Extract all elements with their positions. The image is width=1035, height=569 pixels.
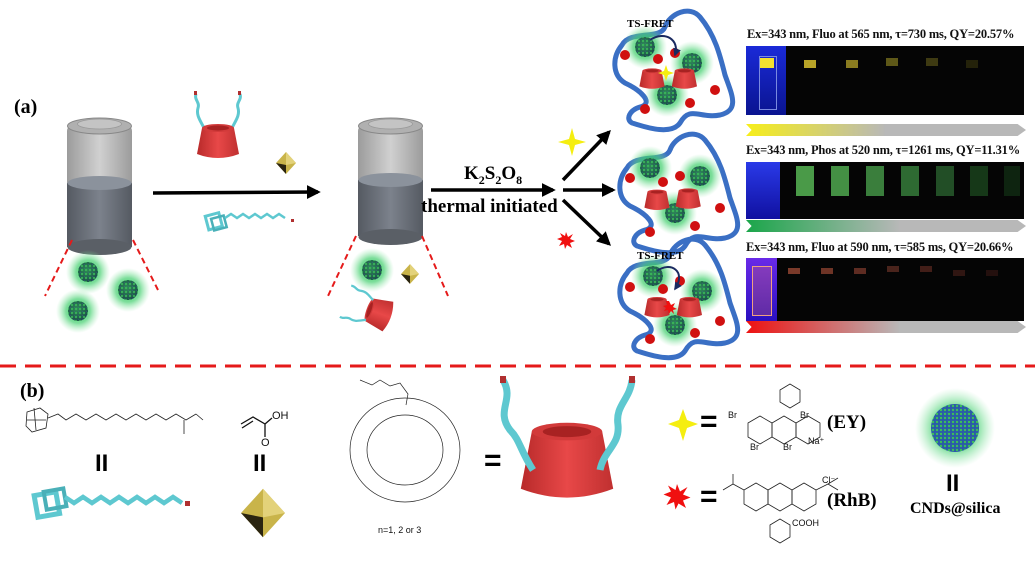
cd-n-note: n=1, 2 or 3	[378, 525, 422, 535]
fret-label-rhb: TS-FRET	[637, 250, 684, 262]
branch-arrow-rhb	[561, 198, 612, 246]
acrylic-oh: OH	[272, 410, 289, 422]
caption-rhb: Ex=343 nm, Fluo at 590 nm, τ=585 ms, QY=…	[746, 240, 1014, 254]
rhb-cooh: COOH	[792, 518, 819, 528]
rhb-burst-icon	[557, 232, 575, 249]
chain-end-right	[629, 376, 635, 383]
rhb-label: (RhB)	[827, 490, 877, 511]
chain-end-left	[500, 376, 506, 383]
cnd-silica-particle	[56, 289, 100, 333]
rhb-counterion: Cl⁻	[822, 475, 836, 485]
equals-adamantane: II	[95, 450, 109, 477]
panel-b-label: (b)	[20, 380, 45, 402]
ey-br-1: Br	[728, 410, 737, 420]
polymer-network-ey	[615, 11, 733, 130]
cd-chain-right	[596, 379, 636, 471]
fret-label-ey: TS-FRET	[627, 18, 674, 30]
adamantane-monomer-3d-icon	[31, 486, 190, 521]
rhb-structure	[722, 474, 839, 544]
acrylic-acid-structure	[240, 416, 273, 437]
ey-structure	[747, 383, 821, 445]
ey-br-4: Br	[783, 442, 792, 452]
cnd-silica-particle	[106, 268, 150, 312]
acrylic-acid-octahedron-icon	[276, 152, 296, 174]
ey-br-2: Br	[800, 410, 809, 420]
cnd-silica-large-icon	[915, 388, 995, 468]
cnd-silica-label: CNDs@silica	[910, 500, 1001, 517]
polymer-network-plain	[620, 134, 738, 253]
reaction-arrow-1	[152, 185, 321, 200]
vial-1	[67, 117, 132, 255]
decay-arrow-plain	[746, 220, 1026, 232]
cd-chain-left	[499, 378, 536, 472]
cd-monomer-large-icon	[520, 422, 614, 498]
zoom-line-left-1	[44, 239, 73, 297]
reagent-label: K2S2O8	[464, 163, 523, 187]
adamantane-peg-structure	[25, 407, 204, 434]
rhb-burst-legend-icon	[663, 484, 691, 510]
equals-acrylic: II	[253, 450, 267, 477]
zoom-line-left-2	[327, 235, 357, 297]
acrylic-acid-octahedron-icon	[401, 264, 419, 284]
cnd-silica-particle	[66, 250, 110, 294]
adamantane-monomer-icon	[203, 210, 294, 233]
cnd-silica-particle	[350, 248, 394, 292]
ey-na: Na⁺	[808, 436, 825, 446]
branch-arrow-ey	[561, 129, 611, 182]
acrylic-acid-octahedron-large-icon	[241, 488, 285, 538]
vial-2	[358, 117, 423, 245]
equals-rhb: =	[700, 480, 718, 513]
cd-monomer-icon	[194, 91, 242, 158]
equals-cnd: II	[946, 470, 960, 497]
ey-label: (EY)	[827, 412, 867, 433]
photo-strip-ey	[746, 46, 1024, 115]
polymer-network-rhb	[620, 239, 738, 358]
ey-br-3: Br	[750, 442, 759, 452]
panel-a-label: (a)	[14, 96, 38, 118]
cd-monomer-icon	[339, 284, 397, 333]
acrylic-o: O	[261, 437, 270, 449]
photo-strip-plain	[746, 162, 1024, 219]
decay-arrow-rhb	[746, 321, 1026, 333]
condition-label: thermal initiated	[421, 196, 558, 217]
caption-plain: Ex=343 nm, Phos at 520 nm, τ=1261 ms, QY…	[746, 143, 1020, 157]
ey-star-legend-icon	[668, 409, 698, 441]
equals-cd: =	[484, 444, 502, 477]
photo-strip-rhb	[746, 258, 1024, 321]
caption-ey: Ex=343 nm, Fluo at 565 nm, τ=730 ms, QY=…	[747, 27, 1015, 41]
cyclodextrin-structure	[349, 379, 461, 503]
ey-star-icon	[558, 128, 586, 156]
zoom-line-right-2	[421, 235, 449, 297]
equals-ey: =	[700, 405, 718, 438]
decay-arrow-ey	[746, 124, 1026, 136]
